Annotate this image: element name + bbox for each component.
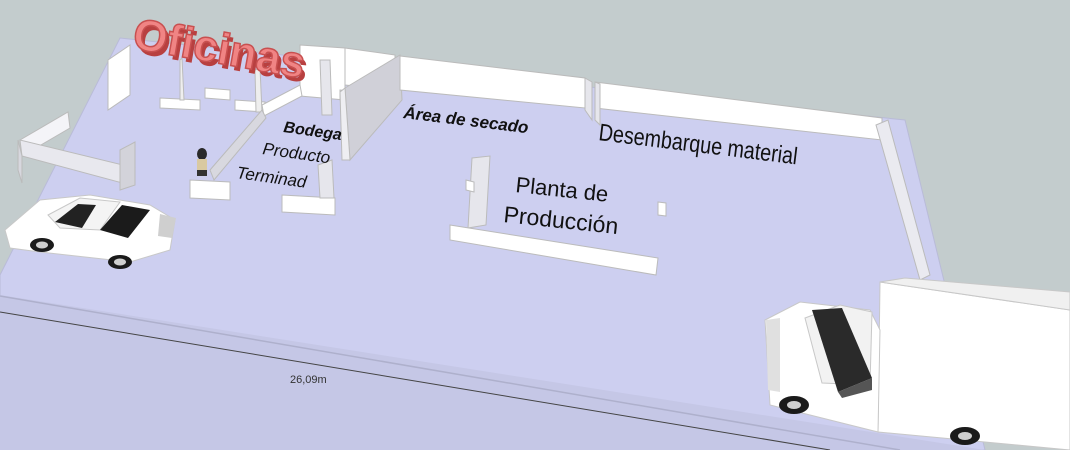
wall[interactable]	[657, 201, 667, 217]
dimension-label: 26,09m	[290, 374, 327, 386]
wall[interactable]	[119, 141, 136, 191]
floor-edge-line	[0, 295, 901, 450]
wall[interactable]	[594, 81, 601, 127]
wall[interactable]	[584, 77, 593, 122]
wall[interactable]	[449, 224, 659, 276]
wall[interactable]	[339, 87, 351, 161]
wall[interactable]	[467, 155, 491, 229]
wall[interactable]	[204, 87, 231, 101]
wall[interactable]	[875, 119, 931, 281]
wall[interactable]	[159, 97, 201, 111]
wall[interactable]	[465, 179, 475, 193]
wall[interactable]	[209, 109, 267, 181]
wall[interactable]	[17, 139, 23, 184]
car-model[interactable]	[4, 194, 176, 269]
truck-model[interactable]	[764, 277, 1070, 450]
wall[interactable]	[179, 56, 185, 101]
person-figure[interactable]	[197, 148, 207, 176]
wall[interactable]	[281, 194, 336, 216]
floor-front-edge	[0, 295, 985, 450]
wall[interactable]	[317, 159, 335, 199]
wall[interactable]	[107, 44, 131, 111]
wall[interactable]	[189, 179, 231, 201]
wall-group[interactable]	[17, 44, 931, 281]
wall[interactable]	[319, 59, 333, 116]
dimension-measure[interactable]: 26,09m	[0, 311, 831, 450]
